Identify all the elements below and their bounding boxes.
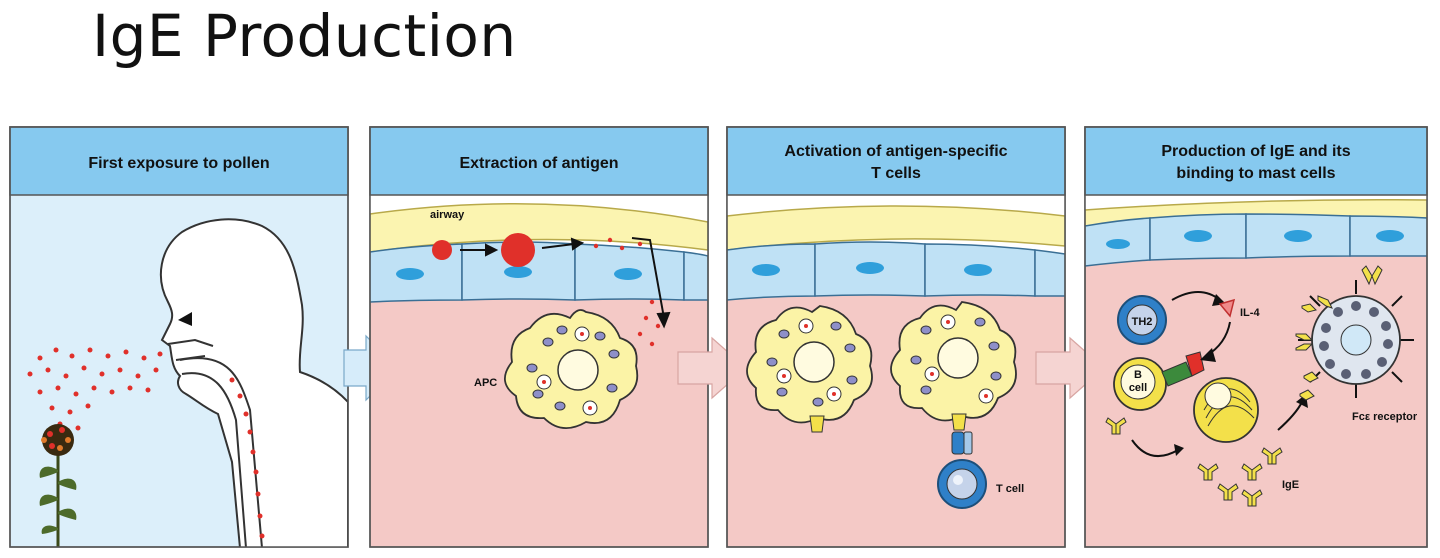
label-ige: IgE [1282,479,1299,491]
pollen-flower-icon [39,424,77,547]
panel-ige-production: TH2 B cell [1084,126,1428,548]
t-cell [937,459,987,509]
label-apc: APC [474,377,497,389]
th2-cell: TH2 [1117,295,1167,345]
panel-activation: T cell Activation of antigen-specific T … [726,126,1066,548]
label-airway: airway [430,209,465,221]
label-il4: IL-4 [1240,307,1260,319]
panel-2-title: Extraction of antigen [459,155,618,172]
panel-3-title-line-1: Activation of antigen-specific [784,143,1007,160]
plasma-cell [1193,377,1259,443]
apc-cell [504,309,639,429]
label-th2: TH2 [1132,316,1153,328]
mast-cell [1295,265,1414,401]
panel-4-title-line-1: Production of IgE and its [1161,143,1350,160]
label-b-cell-line-2: cell [1129,382,1147,394]
b-cell: B cell [1113,351,1205,411]
slide-title: IgE Production [92,2,517,70]
panel-4-title-line-2: binding to mast cells [1176,165,1335,182]
human-head-icon [159,218,348,547]
panel-extraction: airway APC Extraction of antigen [369,126,709,548]
panel-3-title-line-2: T cells [871,165,921,182]
panel-1-title: First exposure to pollen [88,155,269,172]
apc-cell [890,301,1017,431]
ige-antibodies [1105,417,1283,507]
label-t-cell: T cell [996,483,1024,495]
label-b-cell-line-1: B [1134,369,1142,381]
label-fc-receptor: Fcε receptor [1352,411,1418,423]
panel-first-exposure: First exposure to pollen [9,126,349,548]
apc-cell [746,305,873,433]
